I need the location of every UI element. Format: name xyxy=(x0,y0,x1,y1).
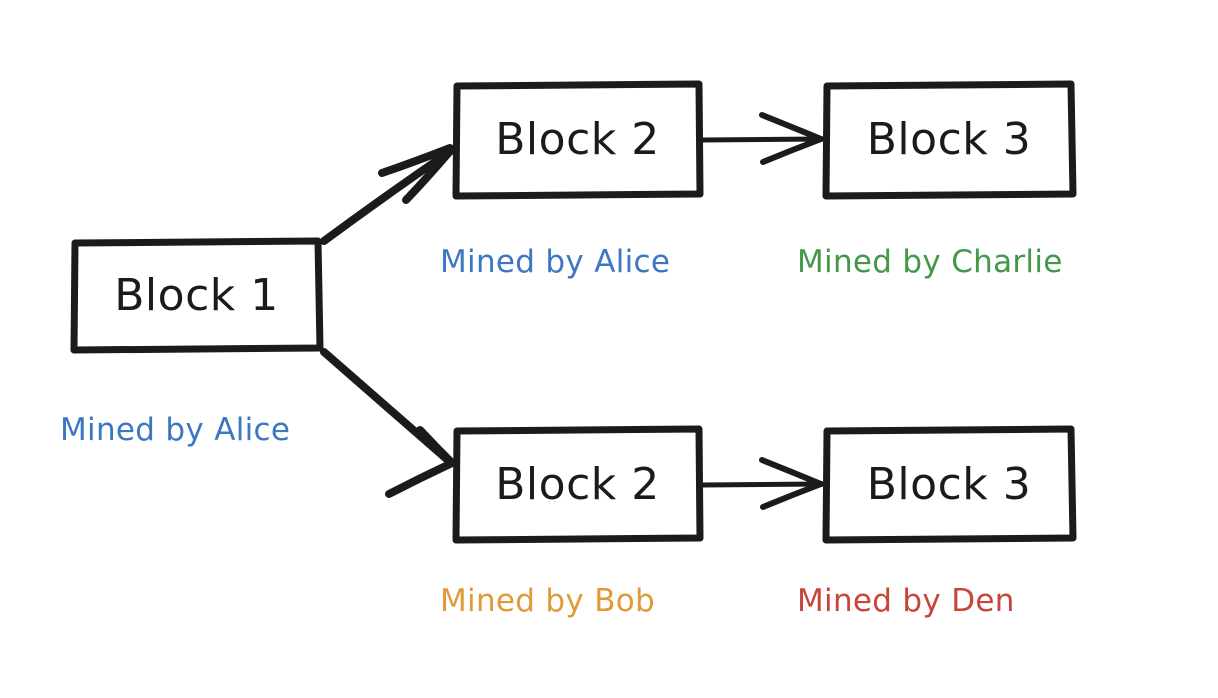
arrow-head-upper-barb xyxy=(416,426,456,467)
miner-label-block-2-top: Mined by Alice xyxy=(440,244,671,280)
arrow-head-upper-barb xyxy=(378,144,454,177)
arrow-head-lower-barb xyxy=(385,459,456,498)
miner-label-block-3-bottom: Mined by Den xyxy=(797,583,1015,619)
arrow-head-upper-barb xyxy=(759,112,824,142)
block-2-bottom-rect[interactable] xyxy=(452,425,704,544)
block-2-top-rect[interactable] xyxy=(452,80,704,200)
block-rectangles xyxy=(70,80,1077,544)
arrow-head-upper-barb xyxy=(759,457,824,487)
arrow-block1-to-block2-top[interactable] xyxy=(320,144,456,245)
arrow-shaft xyxy=(699,481,823,488)
arrow-head-lower-barb xyxy=(402,146,455,204)
block-1-rect[interactable] xyxy=(70,237,324,354)
arrow-shaft xyxy=(699,136,823,143)
arrow-block2-to-block3-bottom[interactable] xyxy=(699,457,824,510)
arrow-head-lower-barb xyxy=(760,481,824,510)
miner-label-block-1: Mined by Alice xyxy=(60,412,291,448)
arrow-shaft xyxy=(320,146,456,245)
block-3-bottom-rect[interactable] xyxy=(822,425,1077,544)
block-3-top-rect[interactable] xyxy=(822,80,1077,200)
miner-label-block-2-bottom: Mined by Bob xyxy=(440,583,655,619)
arrow-head-lower-barb xyxy=(760,136,824,165)
miner-label-block-3-top: Mined by Charlie xyxy=(797,244,1063,280)
arrow-block2-to-block3-top[interactable] xyxy=(699,112,824,165)
arrow-block1-to-block2-bottom[interactable] xyxy=(320,348,456,498)
